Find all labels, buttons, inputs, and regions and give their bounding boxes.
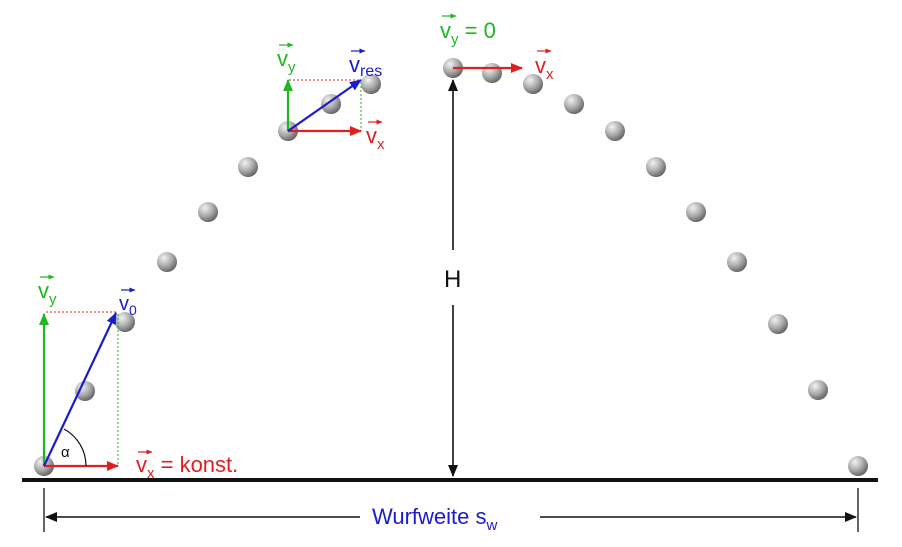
trajectory-ball (646, 157, 666, 177)
range-label: Wurfweite sw (372, 504, 498, 534)
alpha-label: α (61, 444, 70, 461)
vx-top-label: vx (535, 53, 554, 83)
trajectory-ball (808, 380, 828, 400)
v0-vector (43, 312, 117, 467)
trajectory-ball (564, 94, 584, 114)
trajectory-ball (727, 252, 747, 272)
trajectory-ball (482, 63, 502, 83)
v0-label: v0 (119, 293, 137, 318)
trajectory-ball (238, 157, 258, 177)
vx-mid-label: vx (366, 123, 385, 153)
trajectory-ball (75, 381, 95, 401)
vy-mid-label: vy (277, 46, 296, 76)
trajectory-ball (686, 202, 706, 222)
vres-vector (287, 79, 362, 132)
alpha-angle-arc (63, 428, 87, 467)
trajectory-ball (198, 202, 218, 222)
trajectory-ball (523, 74, 543, 94)
trajectory-ball (361, 74, 381, 94)
trajectory-ball (768, 314, 788, 334)
vy-zero-label: vy = 0 (440, 18, 496, 48)
trajectory-ball (115, 312, 135, 332)
vy-start-label: vy (38, 278, 57, 308)
height-label: H (444, 266, 461, 293)
trajectory-ball (848, 456, 868, 476)
vx-start-label: vx = konst. (136, 452, 238, 482)
trajectory-ball (321, 94, 341, 114)
trajectory-ball (605, 121, 625, 141)
trajectory-ball (157, 252, 177, 272)
vres-label: vres (349, 52, 382, 80)
